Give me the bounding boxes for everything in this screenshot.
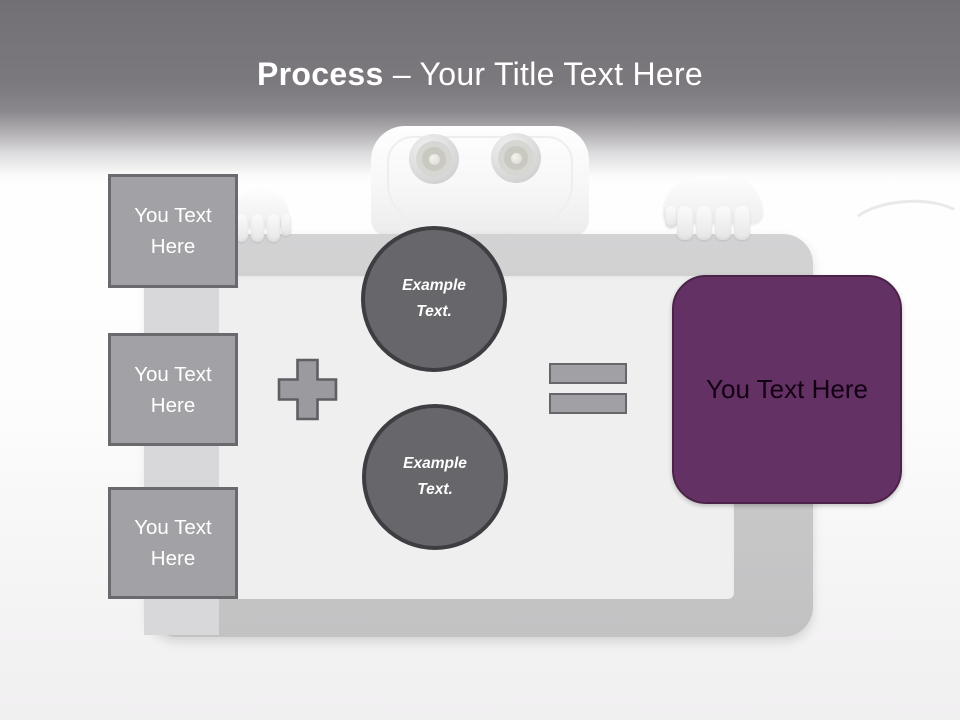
eye-lens [428, 153, 440, 165]
robot-eye-right-icon [491, 133, 541, 183]
equals-icon [549, 363, 627, 414]
thumb [665, 206, 677, 228]
example-circle-2[interactable]: Example Text. [362, 404, 508, 550]
eye-ring [416, 141, 452, 177]
result-box[interactable]: You Text Here [672, 275, 902, 504]
input-box-2[interactable]: You Text Here [108, 333, 238, 446]
finger [267, 214, 280, 242]
equals-bar-bottom [549, 393, 627, 414]
eye-ring [498, 140, 534, 176]
slide-title: Process – Your Title Text Here [0, 55, 960, 93]
example-circle-1-label: Example Text. [402, 277, 466, 320]
finger [251, 214, 264, 242]
finger [235, 214, 248, 242]
finger [677, 206, 693, 240]
finger [281, 214, 291, 236]
eye-lens [510, 152, 522, 164]
finger [734, 206, 750, 240]
example-circle-1[interactable]: Example Text. [361, 226, 507, 372]
robot-eye-left-icon [409, 134, 459, 184]
finger [715, 206, 731, 240]
input-box-2-label: You Text Here [134, 362, 212, 417]
equals-bar-top [549, 363, 627, 384]
finger [696, 206, 712, 240]
robot-arm-arc [844, 195, 960, 263]
input-box-3-label: You Text Here [134, 516, 212, 570]
eye-ring [504, 146, 528, 170]
robot-hand-right-icon [663, 176, 769, 244]
plus-icon [277, 358, 338, 421]
title-emphasis: Process [256, 56, 384, 92]
result-box-label: You Text Here [706, 374, 868, 404]
robot-face-plate [387, 136, 573, 224]
title-rest: – Your Title Text Here [383, 56, 704, 92]
robot-head-icon [371, 126, 589, 236]
example-circle-2-label: Example Text. [403, 455, 467, 498]
input-box-1[interactable]: You Text Here [108, 174, 238, 288]
eye-ring [422, 147, 446, 171]
input-box-3[interactable]: You Text Here [108, 487, 238, 599]
robot-hand-left-icon [231, 190, 291, 248]
input-box-1-label: You Text Here [134, 204, 212, 258]
